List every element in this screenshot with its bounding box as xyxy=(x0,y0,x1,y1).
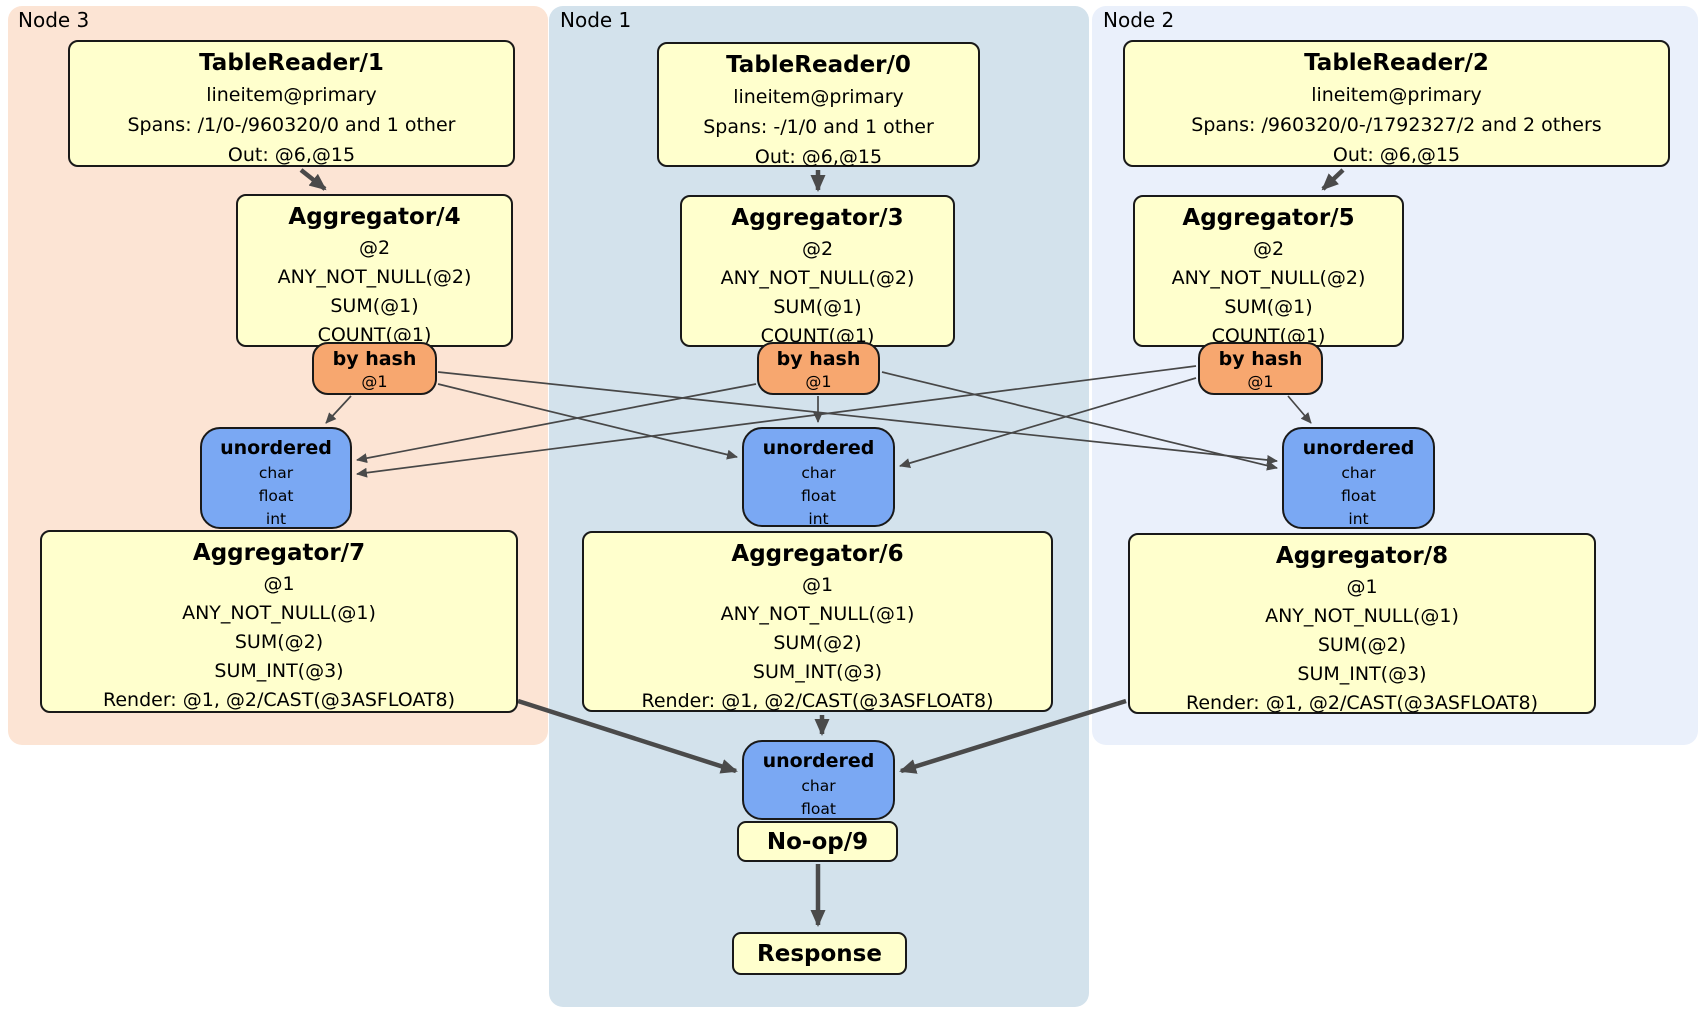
panel-label-node1: Node 1 xyxy=(560,8,632,32)
box-line: Render: @1, @2/CAST(@3ASFLOAT8) xyxy=(1186,692,1538,714)
box-line: lineitem@primary xyxy=(206,84,377,106)
box-line: Spans: /960320/0-/1792327/2 and 2 others xyxy=(1191,114,1602,136)
router-by-hash-node1: by hash @1 xyxy=(757,342,880,395)
box-tablereader-1: TableReader/1 lineitem@primary Spans: /1… xyxy=(68,40,515,167)
sync-unordered-final: unordered char float xyxy=(742,740,895,820)
sync-line: float xyxy=(1341,487,1376,505)
sync-line: int xyxy=(808,510,829,528)
box-line: COUNT(@1) xyxy=(317,324,432,346)
box-response: Response xyxy=(732,932,907,975)
router-by-hash-node3: by hash @1 xyxy=(312,342,437,395)
box-line: Out: @6,@15 xyxy=(1332,144,1461,166)
panel-label-node3: Node 3 xyxy=(18,8,90,32)
box-line: lineitem@primary xyxy=(1311,84,1482,106)
box-title: Response xyxy=(757,940,882,967)
sync-line: char xyxy=(1341,464,1376,482)
box-line: @2 xyxy=(801,238,834,260)
box-title: No-op/9 xyxy=(766,828,869,855)
box-line: @1 xyxy=(263,573,295,595)
box-title: Aggregator/3 xyxy=(731,205,904,231)
box-tablereader-0: TableReader/0 lineitem@primary Spans: -/… xyxy=(657,42,980,168)
box-line: @1 xyxy=(801,574,834,596)
box-line: Spans: -/1/0 and 1 other xyxy=(703,116,934,138)
box-line: @1 xyxy=(1346,576,1378,598)
box-title: Aggregator/4 xyxy=(288,204,461,230)
sync-title: unordered xyxy=(762,750,875,772)
box-line: SUM_INT(@3) xyxy=(214,660,344,682)
sync-title: unordered xyxy=(762,437,875,459)
box-aggregator-4: Aggregator/4 @2 ANY_NOT_NULL(@2) SUM(@1)… xyxy=(236,194,513,347)
box-line: ANY_NOT_NULL(@1) xyxy=(720,603,915,625)
panel-label-node2: Node 2 xyxy=(1103,8,1175,32)
box-title: Aggregator/7 xyxy=(192,540,366,566)
sync-line: float xyxy=(801,800,836,818)
box-title: TableReader/0 xyxy=(726,52,911,78)
box-line: ANY_NOT_NULL(@2) xyxy=(720,267,915,289)
box-aggregator-7: Aggregator/7 @1 ANY_NOT_NULL(@1) SUM(@2)… xyxy=(40,530,518,713)
box-aggregator-3: Aggregator/3 @2 ANY_NOT_NULL(@2) SUM(@1)… xyxy=(680,195,955,347)
box-title: TableReader/1 xyxy=(199,50,384,76)
box-aggregator-8: Aggregator/8 @1 ANY_NOT_NULL(@1) SUM(@2)… xyxy=(1128,533,1596,714)
sync-unordered-node2: unordered char float int xyxy=(1282,427,1435,529)
box-line: SUM(@1) xyxy=(1224,296,1313,318)
box-line: @2 xyxy=(358,237,391,259)
box-noop-9: No-op/9 xyxy=(737,821,898,862)
router-line: @1 xyxy=(1247,372,1274,391)
sync-line: float xyxy=(258,487,294,505)
box-title: Aggregator/8 xyxy=(1275,543,1449,569)
router-by-hash-node2: by hash @1 xyxy=(1198,342,1323,395)
box-line: ANY_NOT_NULL(@2) xyxy=(277,266,472,288)
sync-line: char xyxy=(258,464,294,482)
box-line: ANY_NOT_NULL(@2) xyxy=(1171,267,1366,289)
box-line: Render: @1, @2/CAST(@3ASFLOAT8) xyxy=(103,689,455,711)
box-line: SUM(@1) xyxy=(773,296,862,318)
box-line: SUM_INT(@3) xyxy=(752,661,883,683)
router-title: by hash xyxy=(776,348,861,370)
box-line: SUM(@2) xyxy=(234,631,324,653)
sync-unordered-node3: unordered char float int xyxy=(200,427,352,529)
sync-line: char xyxy=(801,464,836,482)
sync-line: char xyxy=(801,777,836,795)
box-line: Out: @6,@15 xyxy=(227,144,356,166)
box-aggregator-5: Aggregator/5 @2 ANY_NOT_NULL(@2) SUM(@1)… xyxy=(1133,195,1404,347)
box-title: Aggregator/5 xyxy=(1182,205,1355,231)
router-line: @1 xyxy=(361,372,388,391)
box-line: COUNT(@1) xyxy=(760,325,875,347)
box-line: SUM(@2) xyxy=(773,632,862,654)
box-title: TableReader/2 xyxy=(1304,50,1489,76)
sync-line: float xyxy=(801,487,836,505)
box-line: Out: @6,@15 xyxy=(754,146,883,168)
sync-title: unordered xyxy=(220,437,332,459)
box-line: SUM(@1) xyxy=(330,295,419,317)
sync-unordered-node1: unordered char float int xyxy=(742,427,895,528)
box-line: @2 xyxy=(1252,238,1285,260)
sync-line: int xyxy=(265,510,287,528)
sync-title: unordered xyxy=(1302,437,1415,459)
box-aggregator-6: Aggregator/6 @1 ANY_NOT_NULL(@1) SUM(@2)… xyxy=(582,531,1053,712)
sync-line: int xyxy=(1348,510,1369,528)
box-line: Render: @1, @2/CAST(@3ASFLOAT8) xyxy=(641,690,994,712)
box-line: ANY_NOT_NULL(@1) xyxy=(1265,605,1459,627)
box-line: SUM(@2) xyxy=(1317,634,1407,656)
box-title: Aggregator/6 xyxy=(731,541,904,567)
box-line: lineitem@primary xyxy=(733,86,904,108)
box-tablereader-2: TableReader/2 lineitem@primary Spans: /9… xyxy=(1123,40,1670,167)
router-title: by hash xyxy=(332,348,417,370)
box-line: ANY_NOT_NULL(@1) xyxy=(182,602,376,624)
router-line: @1 xyxy=(805,372,832,391)
box-line: COUNT(@1) xyxy=(1211,325,1326,347)
box-line: SUM_INT(@3) xyxy=(1297,663,1427,685)
router-title: by hash xyxy=(1218,348,1303,370)
box-line: Spans: /1/0-/960320/0 and 1 other xyxy=(127,114,456,136)
